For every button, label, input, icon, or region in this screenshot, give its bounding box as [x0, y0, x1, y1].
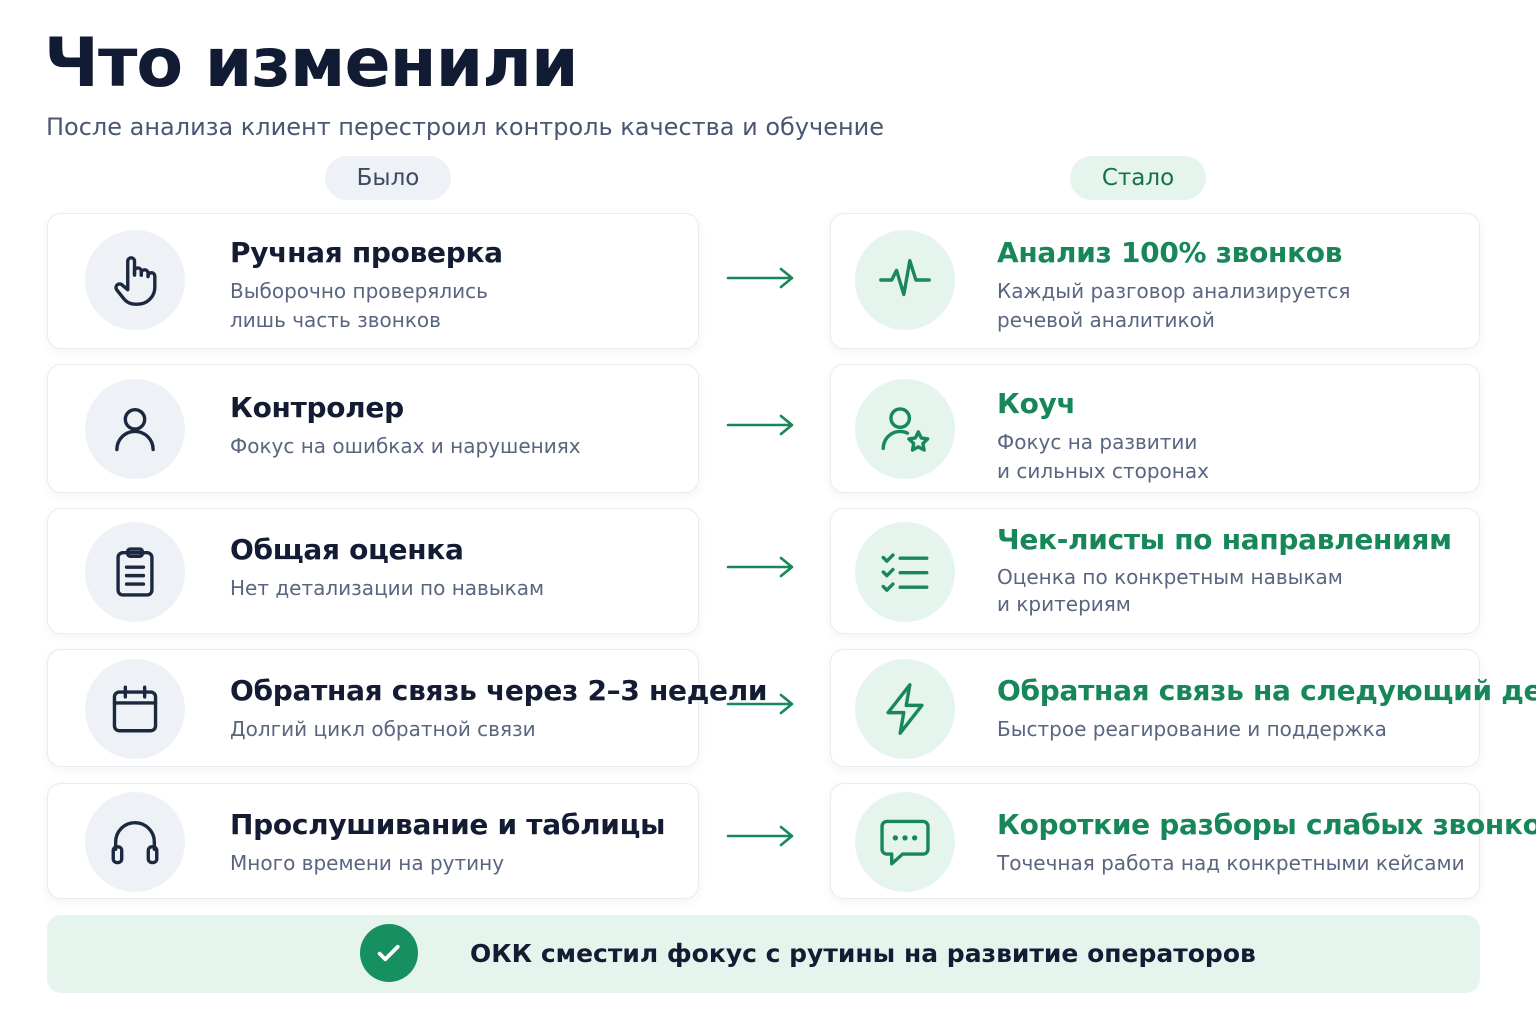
card-description: Много времени на рутину: [230, 851, 505, 875]
page-subtitle: После анализа клиент перестроил контроль…: [46, 113, 885, 141]
page-title: Что изменили: [44, 24, 579, 103]
card-title: Чек-листы по направлениям: [997, 523, 1452, 556]
card-title: Короткие разборы слабых звонков: [997, 808, 1536, 841]
before-card-controller: Контролер Фокус на ошибках и нарушениях: [47, 364, 699, 493]
before-card-general-score: Общая оценка Нет детализации по навыкам: [47, 508, 699, 634]
arrow-right-icon: [726, 825, 794, 847]
card-description: Быстрое реагирование и поддержка: [997, 717, 1387, 741]
check-circle-icon: [360, 924, 418, 982]
arrow-right-icon: [726, 693, 794, 715]
pulse-icon: [855, 230, 955, 330]
card-title: Ручная проверка: [230, 236, 503, 269]
summary-banner: ОКК сместил фокус с рутины на развитие о…: [47, 915, 1480, 993]
card-description: Точечная работа над конкретными кейсами: [997, 851, 1465, 875]
arrow-right-icon: [726, 556, 794, 578]
after-card-feedback-next-day: Обратная связь на следующий день Быстрое…: [830, 649, 1536, 767]
calendar-icon: [85, 659, 185, 759]
after-card-full-analysis: Анализ 100% звонков Каждый разговор анал…: [830, 213, 1480, 349]
card-title: Обратная связь через 2–3 недели: [230, 674, 768, 707]
hand-pointer-icon: [85, 230, 185, 330]
card-title: Общая оценка: [230, 533, 464, 566]
user-star-icon: [855, 379, 955, 479]
after-card-checklists: Чек-листы по направлениям Оценка по конк…: [830, 508, 1480, 634]
headphones-icon: [85, 792, 185, 892]
arrow-right-icon: [726, 414, 794, 436]
user-icon: [85, 379, 185, 479]
clipboard-icon: [85, 522, 185, 622]
card-description: Долгий цикл обратной связи: [230, 717, 536, 741]
before-card-listening: Прослушивание и таблицы Много времени на…: [47, 783, 699, 899]
card-title: Обратная связь на следующий день: [997, 674, 1536, 707]
after-card-short-reviews: Короткие разборы слабых звонков Точечная…: [830, 783, 1536, 899]
card-title: Прослушивание и таблицы: [230, 808, 666, 841]
after-label: Стало: [1070, 156, 1206, 200]
lightning-icon: [855, 659, 955, 759]
card-title: Контролер: [230, 391, 404, 424]
card-title: Коуч: [997, 387, 1076, 420]
checklist-icon: [855, 522, 955, 622]
card-description: Нет детализации по навыкам: [230, 576, 545, 600]
before-label: Было: [325, 156, 451, 200]
before-card-feedback-weeks: Обратная связь через 2–3 недели Долгий ц…: [47, 649, 768, 767]
arrow-right-icon: [726, 267, 794, 289]
chat-bubble-icon: [855, 792, 955, 892]
card-description: Фокус на ошибках и нарушениях: [230, 434, 581, 458]
summary-text: ОКК сместил фокус с рутины на развитие о…: [470, 939, 1256, 968]
card-title: Анализ 100% звонков: [997, 236, 1343, 269]
